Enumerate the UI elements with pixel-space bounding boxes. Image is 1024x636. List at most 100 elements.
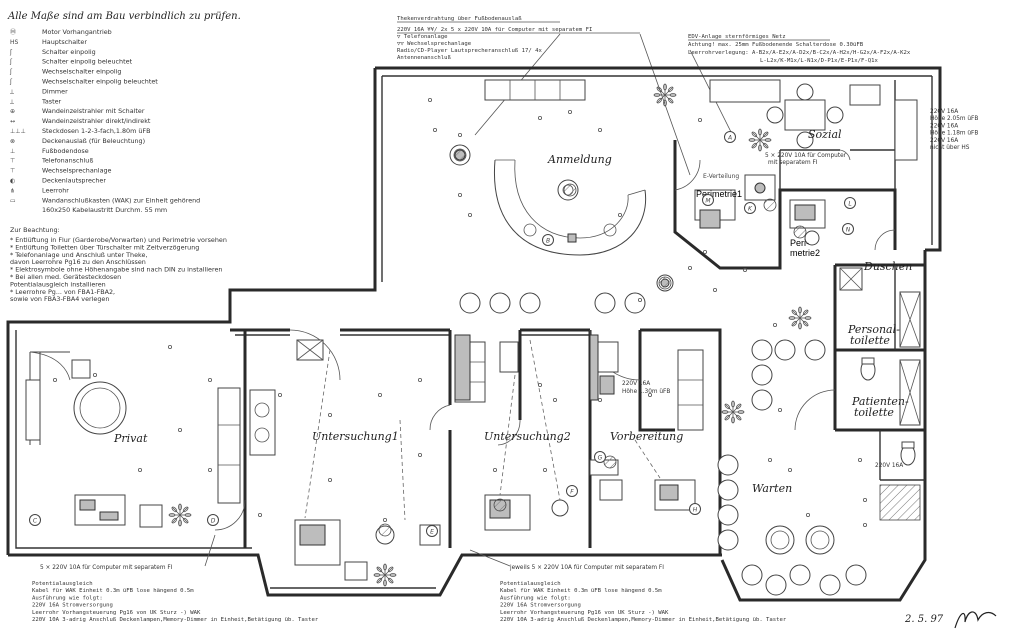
legend-note: * Bei allen med. Gerätesteckdosen [10, 273, 121, 281]
sozial-power-note: 220V 16A [930, 138, 958, 144]
wak-marker: M [702, 194, 714, 206]
perimetrie1-devices [694, 174, 776, 229]
ceiling-outlet-icon [638, 297, 643, 302]
ceiling-outlet-icon [207, 377, 212, 382]
wak-marker: N [842, 223, 854, 235]
legend-note: * Telefonanlage und Anschluß unter Theke… [10, 251, 147, 259]
svg-text:N: N [846, 227, 851, 234]
ceiling-outlet-icon [382, 518, 387, 523]
untersuchung1-lamp [296, 339, 324, 361]
top-note-right-3: L-L2x/K-M1x/L-N1x/D-P1x/E-P1x/F-Q1x [760, 58, 879, 64]
wak-marker: C [29, 514, 41, 526]
untersuchung1-cabinet [249, 389, 276, 456]
legend-symbol: ʃ [9, 59, 13, 66]
ceiling-outlet-icon [743, 267, 748, 272]
sozial-table [766, 83, 881, 149]
bottom-note-line: Potentialausgleich [500, 581, 561, 587]
waiting-chair [819, 574, 841, 596]
svg-text:B: B [546, 238, 550, 245]
ceiling-outlet-icon [538, 116, 543, 121]
ceiling-outlet-icon [327, 412, 332, 417]
plants [168, 83, 812, 587]
speaker-icon [493, 498, 507, 512]
bottom-note-line: Potentialausgleich [32, 581, 93, 587]
bottom-note-line: 220V 10A 3-adrig Anschluß Deckenlampen,M… [32, 617, 319, 623]
signature-mark [954, 611, 997, 629]
reception-counter [493, 159, 647, 256]
legend-symbol: ⊤ [10, 158, 15, 165]
room-label-personal-a: Personal- [847, 323, 900, 336]
legend-item-label: Wechselsprechanlage [42, 167, 112, 175]
top-note-right-0: EDV-Anlage sternförmiges Netz [688, 34, 786, 40]
wak-marker: E [426, 525, 438, 537]
waiting-chair [751, 364, 773, 386]
note-jeweils-computer: jeweils 5 × 220V 10A für Computer mit se… [509, 565, 664, 571]
top-note-left-4: Radio/CD-Player Lautsprecheranschluß 17/… [397, 48, 542, 54]
top-note-right-1: Achtung! max. 25mm Fußbodenende Schalter… [688, 42, 864, 48]
ceiling-outlet-icon [553, 397, 558, 402]
ceiling-outlet-icon [768, 457, 773, 462]
legend-symbol: HS [10, 39, 19, 46]
legend-item-label: Schalter einpolig [42, 48, 96, 56]
legend-symbol: ʃ [9, 49, 13, 56]
ceiling-outlet-icon [773, 322, 778, 327]
plant-icon [748, 128, 772, 152]
ceiling-outlet-icon [417, 452, 422, 457]
waiting-chair [774, 339, 796, 361]
waiting-stools [459, 292, 646, 314]
legend-item-label: Wandeinzelstrahler direkt/indirekt [42, 117, 151, 125]
bottom-note-line: Kabel für WAK Einheit 0.3m üFB lose häng… [32, 588, 194, 594]
waiting-chair [751, 339, 773, 361]
note-computer-anmeldung-b: mit separatem FI [768, 160, 818, 166]
bottom-note-line: 220V 10A 3-adrig Anschluß Deckenlampen,M… [500, 617, 787, 623]
top-notes-right: EDV-Anlage sternförmiges Netz Achtung! m… [688, 34, 911, 64]
svg-text:M: M [705, 198, 711, 205]
legend-note: * Entlüftung in Flur (Garderobe/Vorwarte… [10, 236, 227, 244]
legend-note: * Leerrohre Pg... von FBA1-FBA2, [10, 288, 115, 296]
note-privat-computer: 5 × 220V 10A für Computer mit separatem … [40, 565, 173, 571]
bottom-note-line: Ausführung wie folgt: [500, 595, 571, 601]
ceiling-outlet-icon [863, 497, 868, 502]
ceiling-outlet-icon [432, 127, 437, 132]
ceiling-outlet-icon [207, 467, 212, 472]
svg-text:A: A [727, 135, 732, 142]
wak-marker: K [744, 202, 756, 214]
bottom-note-line: Leerrohr Vorhangsteuerung Pg16 von UK St… [32, 610, 201, 616]
wak-marker: D [207, 514, 219, 526]
top-notes-left: Thekenverdrahtung über Fußbodenauslaß 22… [397, 16, 640, 61]
legend-item-label: Leerrohr [42, 186, 69, 194]
note-computer-anmeldung-a: 5 × 220V 10A für Computer [765, 153, 847, 159]
note-vorbereitung-power-a: 220V 16A [622, 381, 650, 387]
shower [839, 267, 921, 348]
ceiling-outlet-icon [377, 392, 382, 397]
ceiling-outlet-icon [568, 110, 573, 115]
svg-text:G: G [598, 455, 603, 462]
wak-marker: G [594, 451, 606, 463]
ceiling-outlet-icon [277, 392, 282, 397]
svg-text:H: H [693, 507, 698, 514]
legend-item-label: Deckenlautsprecher [42, 177, 106, 185]
room-label-sozial: Sozial [808, 128, 842, 141]
svg-text:K: K [748, 206, 753, 213]
room-label-warten: Warten [752, 482, 792, 495]
legend-item-label: Steckdosen 1-2-3-fach,1.80m üFB [42, 127, 151, 135]
sozial-power-note: 220V 16A [930, 109, 958, 115]
legend-symbol: ◐ [10, 178, 15, 185]
sozial-power-note: nicht über HS [930, 145, 970, 151]
legend-note: * Elektrosymbole ohne Höhenangabe sind n… [10, 266, 222, 274]
vorbereitung-devices [589, 439, 696, 511]
legend-note: davon Leerrohre Pg16 zu den Anschlüssen [10, 258, 146, 266]
room-label-perimetrie2-b: metrie2 [790, 248, 820, 258]
legend-item-label: Wechselschalter einpolig beleuchtet [42, 78, 158, 86]
speaker-icon [563, 183, 577, 197]
ceiling-outlet-icon [53, 377, 58, 382]
room-label-patienten-a: Patienten- [851, 395, 909, 408]
ceiling-outlet-icon [327, 477, 332, 482]
ceiling-outlet-icon [688, 265, 693, 270]
ceiling-outlet-icon [598, 127, 603, 132]
note-vorbereitung-power-b: Höhe 1.30m üFB [622, 389, 670, 395]
speaker-icon [763, 198, 777, 212]
room-label-privat: Privat [113, 432, 148, 445]
